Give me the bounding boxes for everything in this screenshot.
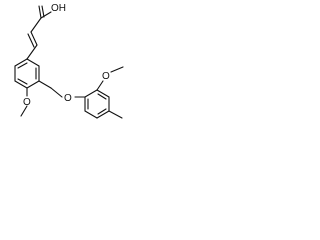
bond-o-methyl-left [20,105,28,117]
ether-oxygen-label: O [64,93,72,104]
chemical-structure: OH O O O [14,3,124,119]
bond-c1-o-double-a [38,5,42,19]
bond-ring2-methyl [108,110,123,119]
ring1-bond-1 [26,58,40,67]
bond-c3-ring [26,44,38,60]
bond-o-methyl-right [110,66,124,73]
ring2-bond-1 [84,89,98,98]
ring1-bond-4 [14,80,28,89]
methoxy-oxygen-left-label: O [23,97,31,108]
bond-c2-c3-a [30,31,38,46]
bond-c1-c2 [30,17,42,33]
ring2-bond-4 [96,110,110,119]
methoxy-oxygen-right-label: O [102,71,110,82]
right-methoxy-group [96,66,124,91]
ring2-bond-5 [84,110,98,119]
bond-c2-c3-b [27,33,35,48]
ring1-bond-6 [14,58,28,67]
bond-ch2-o [50,87,63,98]
bond-ring2-o-methoxy [96,80,104,91]
ring2-bond-2 [96,89,110,98]
ring1-bond-3 [26,80,40,89]
ring2-inner-1 [97,93,107,100]
bond-c1-oh [40,11,52,19]
left-benzene-ring [14,58,40,89]
acrylic-acid-chain [26,5,52,60]
benzyl-ether-linker [38,80,86,98]
ring2-inner-2 [97,108,107,115]
ring1-inner-1 [17,62,28,69]
ring1-inner-3 [17,78,28,85]
left-methoxy-group [20,87,28,117]
bond-c1-o-double-b [41,5,45,18]
bond-ring1-ch2 [38,80,52,89]
acid-oh-label: OH [51,3,66,14]
right-benzene-ring [84,89,110,119]
